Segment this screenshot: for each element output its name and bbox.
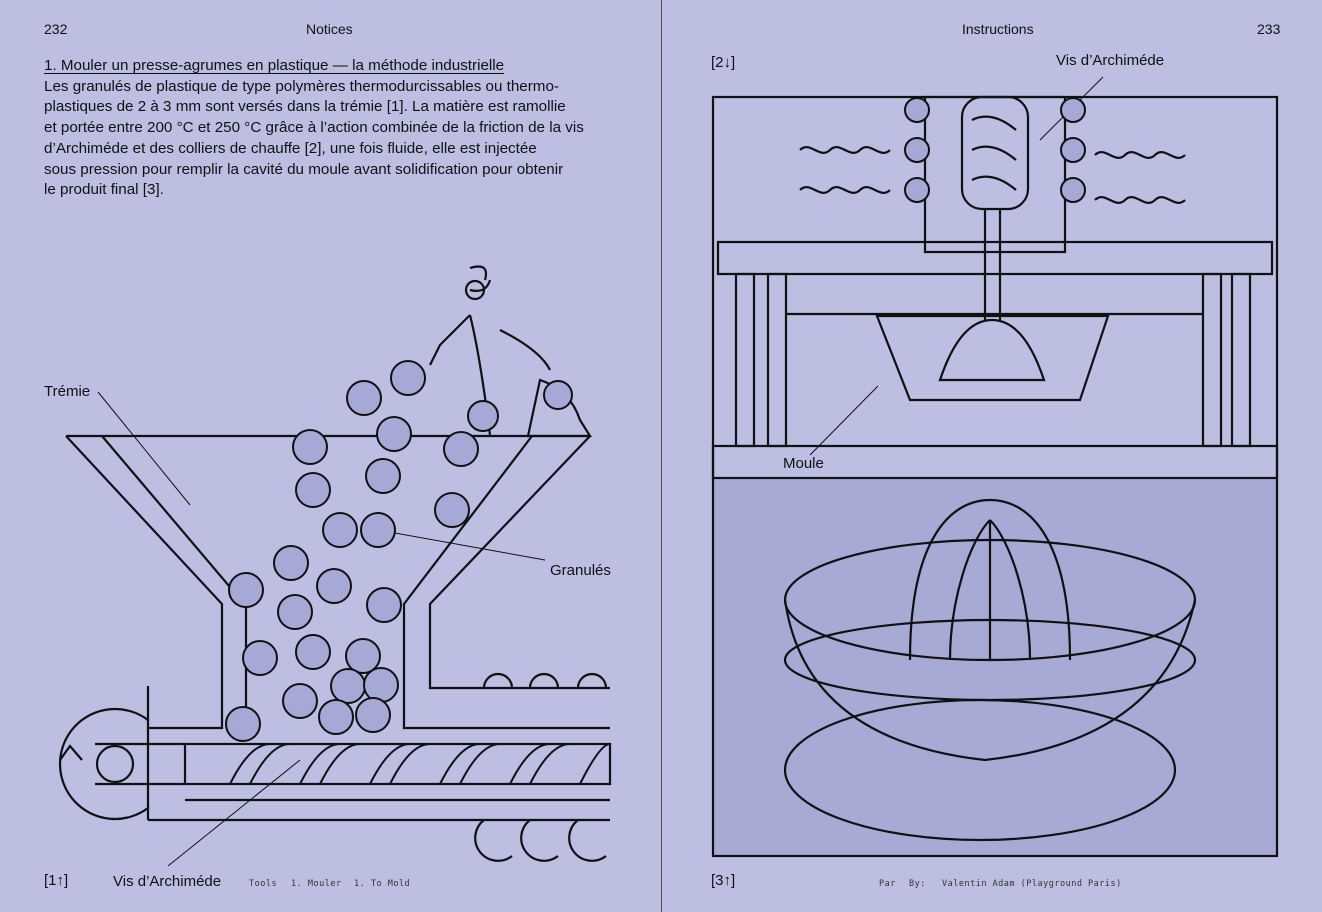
- running-header-left: Notices: [306, 21, 353, 37]
- section-title: 1. Mouler un presse-agrumes en plastique…: [44, 57, 505, 74]
- running-header-right: Instructions: [962, 21, 1034, 37]
- body-line: sous pression pour remplir la cavité du …: [44, 160, 564, 178]
- screw-label-right: Vis d’Archiméde: [1056, 52, 1165, 69]
- footer-tools: Tools: [249, 879, 278, 889]
- screw-label-left: Vis d’Archiméde: [113, 873, 222, 890]
- footer-mouler: 1. Mouler: [291, 879, 342, 889]
- figure-ref-1: [1↑]: [44, 872, 69, 889]
- body-line: d’Archiméde et des colliers de chauffe […: [44, 139, 537, 157]
- body-line: plastiques de 2 à 3 mm sont versés dans …: [44, 98, 566, 116]
- footer-par: Par: [879, 879, 896, 889]
- hopper-label: Trémie: [44, 383, 91, 400]
- mold-label: Moule: [783, 455, 824, 472]
- footer-author: Valentin Adam (Playground Paris): [942, 879, 1122, 889]
- plastic-granules: [225, 360, 573, 742]
- figure-ref-3: [3↑]: [711, 872, 736, 889]
- page-number-right: 233: [1257, 21, 1281, 37]
- footer-to-mold: 1. To Mold: [354, 879, 411, 889]
- injection-hopper-illustration: [58, 265, 612, 867]
- body-line: le produit final [3].: [44, 181, 164, 199]
- granules-label: Granulés: [550, 562, 611, 579]
- mold-machine-illustration: [711, 76, 1279, 858]
- book-spine: [661, 0, 662, 912]
- footer-by: By:: [909, 879, 926, 889]
- body-line: et portée entre 200 °C et 250 °C grâce à…: [44, 119, 584, 137]
- body-text: 1. Mouler un presse-agrumes en plastique…: [44, 56, 604, 201]
- body-line: Les granulés de plastique de type polymè…: [44, 77, 559, 95]
- page-number-left: 232: [44, 21, 68, 37]
- figure-ref-2: [2↓]: [711, 54, 736, 71]
